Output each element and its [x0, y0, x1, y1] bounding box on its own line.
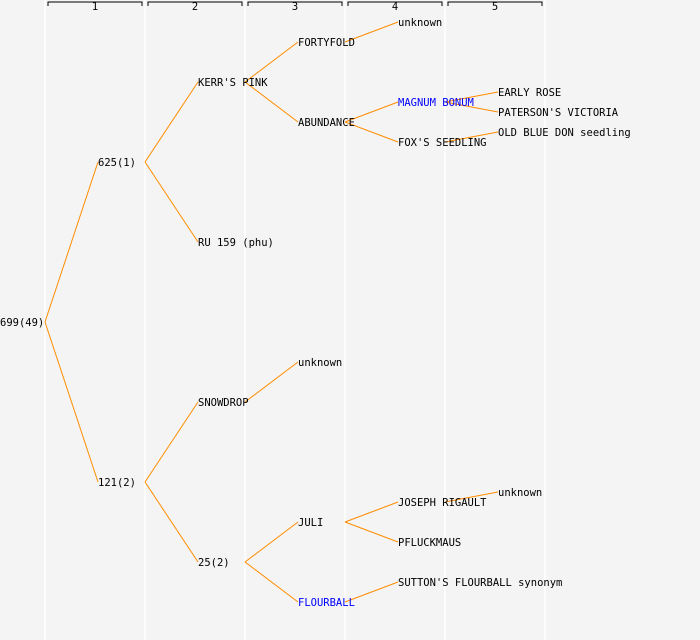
edge-foxs-oldblue	[444, 131, 499, 143]
node-pfluck: PFLUCKMAUS	[398, 537, 461, 549]
edge-n625-ru159	[144, 161, 199, 243]
node-n121: 121(2)	[98, 477, 136, 489]
node-juli: JULI	[298, 517, 323, 529]
node-flourball[interactable]: FLOURBALL	[298, 597, 355, 609]
node-abundance: ABUNDANCE	[298, 117, 355, 129]
node-joseph: JOSEPH RIGAULT	[398, 497, 487, 509]
generation-bracket	[247, 1, 343, 6]
node-snowdrop: SNOWDROP	[198, 397, 249, 409]
node-unk1: unknown	[398, 17, 442, 29]
edge-abundance-magnum	[344, 101, 399, 123]
generation-bracket	[347, 1, 443, 6]
edge-n121-n25	[144, 481, 199, 563]
generation-bracket	[47, 1, 143, 6]
node-n625: 625(1)	[98, 157, 136, 169]
edge-kerrs-fortyfold	[244, 41, 299, 83]
node-fortyfold: FORTYFOLD	[298, 37, 355, 49]
generation-bracket	[447, 1, 543, 6]
generation-bracket	[147, 1, 243, 6]
node-early: EARLY ROSE	[498, 87, 561, 99]
node-unk3: unknown	[498, 487, 542, 499]
generation-header-3: 3	[292, 1, 298, 13]
generation-header-4: 4	[392, 1, 398, 13]
edge-root-n625	[44, 161, 99, 323]
edge-magnum-paterson	[444, 101, 499, 113]
edge-root-n121	[44, 321, 99, 483]
edge-n625-kerrs	[144, 81, 199, 163]
edge-juli-joseph	[344, 501, 399, 523]
edge-juli-pfluck	[344, 521, 399, 543]
node-paterson: PATERSON'S VICTORIA	[498, 107, 619, 119]
node-kerrs: KERR'S PINK	[198, 77, 268, 89]
edge-snowdrop-unk2	[244, 361, 299, 403]
edge-joseph-unk3	[444, 491, 499, 503]
edge-magnum-early	[444, 91, 499, 103]
edge-abundance-foxs	[344, 121, 399, 143]
node-foxs: FOX'S SEEDLING	[398, 137, 487, 149]
node-root: 699(49)	[0, 317, 44, 329]
node-ru159: RU 159 (phu)	[198, 237, 274, 249]
edge-n25-juli	[244, 521, 299, 563]
edge-n25-flourball	[244, 561, 299, 603]
edge-fortyfold-unk1	[344, 21, 399, 43]
edge-kerrs-abundance	[244, 81, 299, 123]
node-suttons: SUTTON'S FLOURBALL synonym	[398, 577, 562, 589]
generation-header-2: 2	[192, 1, 198, 13]
generation-header-1: 1	[92, 1, 98, 13]
node-n25: 25(2)	[198, 557, 230, 569]
node-magnum[interactable]: MAGNUM BONUM	[398, 97, 474, 109]
edge-flourball-suttons	[344, 581, 399, 603]
node-unk2: unknown	[298, 357, 342, 369]
edge-n121-snowdrop	[144, 401, 199, 483]
generation-header-5: 5	[492, 1, 498, 13]
node-oldblue: OLD BLUE DON seedling	[498, 127, 631, 139]
